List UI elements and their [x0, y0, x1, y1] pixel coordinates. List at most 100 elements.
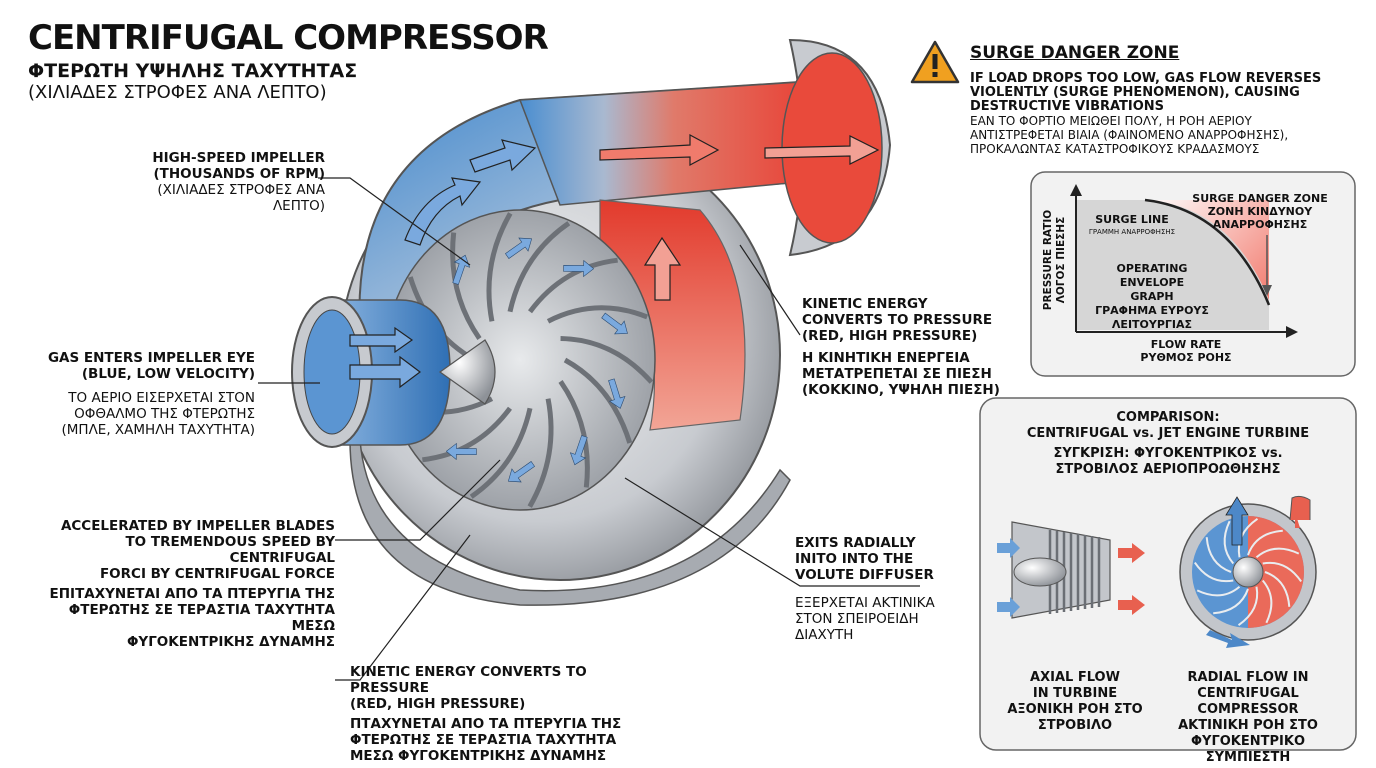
comparison-axial1: AXIAL FLOW [1030, 670, 1120, 685]
impeller-blade [546, 305, 649, 324]
radial-hub [1232, 556, 1264, 588]
blade-flow-arrow [452, 254, 471, 285]
callout-accelerated-en1: ACCELERATED BY IMPELLER BLADES [60, 518, 335, 534]
impeller-blade [422, 406, 512, 463]
radial-blade [1213, 588, 1249, 615]
graph-line-en: SURGE LINE [1095, 213, 1169, 226]
graph-zone-gr2: ΑΝΑΡΡΟΦΗΣΗΣ [1212, 218, 1308, 231]
callout-kinetic-right-en3: (RED, HIGH PRESSURE) [802, 328, 978, 344]
callout-kinetic-right: KINETIC ENERGY CONVERTS TO PRESSURE (RED… [802, 296, 1002, 398]
impeller-blade [469, 407, 533, 499]
surge-line [1144, 198, 1271, 306]
graph-env1: OPERATING ENVELOPE [1116, 262, 1188, 289]
graph-surge-line-label: SURGE LINE ΓΡΑΜΜΗ ΑΝΑΡΡΟΦΗΣΗΣ [1086, 214, 1178, 238]
comparison-axial-label: AXIAL FLOW IN TURBINE ΑΞΟΝΙΚΗ ΡΟΗ ΣΤΟ ΣΤ… [990, 670, 1160, 734]
graph-env4: ΛΕΙΤΟΥΡΓΙΑΣ [1111, 318, 1193, 331]
callout-exits-gr3: ΔΙΑΧΥΤΗ [795, 627, 854, 643]
radial-blade [1247, 529, 1283, 556]
comparison-t1: COMPARISON: [1116, 410, 1220, 425]
surge-en1: IF LOAD DROPS TOO LOW, GAS FLOW REVERSES [970, 71, 1322, 86]
graph-y-label: PRESSURE RATIO ΛΟΓΟΣ ΠΙΕΣΗΣ [1042, 200, 1068, 320]
radial-blade [1262, 561, 1302, 583]
surge-gr3: ΠΡΟΚΑΛΩΝΤΑΣ ΚΑΤΑΣΤΡΟΦΙΚΟΥΣ ΚΡΑΔΑΣΜΟΥΣ [970, 142, 1260, 156]
callout-impeller-en1: HIGH-SPEED IMPELLER [152, 150, 325, 166]
comparison-radial-label: RADIAL FLOW IN CENTRIFUGAL COMPRESSOR ΑΚ… [1150, 670, 1346, 766]
blade-flow-arrow [445, 442, 477, 461]
radial-blade [1205, 537, 1232, 573]
danger-zone-area [1145, 200, 1269, 330]
surge-description: IF LOAD DROPS TOO LOW, GAS FLOW REVERSES… [970, 71, 1370, 157]
callout-impeller-en2: (THOUSANDS OF RPM) [153, 166, 325, 182]
comparison-radial2: CENTRIFUGAL COMPRESSOR [1197, 686, 1299, 717]
callout-inlet-en2: (BLUE, LOW VELOCITY) [81, 366, 255, 382]
impeller-blade [507, 221, 571, 313]
blade-flow-arrow [504, 237, 533, 259]
axial-flow-arrows [997, 538, 1145, 617]
callout-inlet-gr2: ΟΦΘΑΛΜΟ ΤΗΣ ΦΤΕΡΩΤΗΣ [74, 406, 255, 422]
impeller-blade [486, 212, 513, 322]
hub-cone [438, 339, 496, 405]
callout-kinetic-bottom-en1: KINETIC ENERGY CONVERTS TO PRESSURE [350, 664, 587, 696]
callout-accelerated-gr2: ΦΤΕΡΩΤΗΣ ΣΕ ΤΕΡΑΣΤΙΑ ΤΑΧΥΤΗΤΑ ΜΕΣΩ [68, 602, 335, 634]
comparison-t4: ΣΤΡΟΒΙΛΟΣ ΑΕΡΙΟΠΡΟΩΘΗΣΗΣ [1055, 462, 1281, 477]
radial-blade [1261, 579, 1273, 624]
blade-flow-arrow [563, 259, 595, 278]
callout-inlet: GAS ENTERS IMPELLER EYE (BLUE, LOW VELOC… [40, 350, 255, 438]
callout-accelerated: ACCELERATED BY IMPELLER BLADES TO TREMEN… [40, 518, 335, 650]
callout-inlet-gr3: (ΜΠΛΕ, ΧΑΜΗΛΗ ΤΑΧΥΤΗΤΑ) [61, 422, 256, 438]
housing-lip [349, 439, 791, 606]
comparison-axial2: IN TURBINE [1032, 686, 1118, 701]
radial-blade [1255, 547, 1300, 559]
callout-inlet-gr1: ΤΟ ΑΕΡΙΟ ΕΙΣΕΡΧΕΤΑΙ ΣΤΟΝ [68, 390, 255, 406]
radial-outlet [1289, 495, 1311, 521]
callout-exits-en3: VOLUTE DIFFUSER [795, 567, 934, 583]
callout-kinetic-bottom-gr2: ΦΤΕΡΩΤΗΣ ΣΕ ΤΕΡΑΣΤΙΑ ΤΑΧΥΤΗΤΑ [350, 732, 617, 748]
blade-flow-arrow [507, 461, 536, 483]
surge-title: SURGE DANGER ZONE [970, 43, 1180, 63]
callout-accelerated-gr1: ΕΠΙΤΑΧΥΝΕΤΑΙ ΑΠΟ ΤΑ ΠΤΕΡΥΓΙΑ ΤΗΣ [49, 586, 335, 602]
callout-accelerated-en3: FORCI BY CENTRIFUGAL FORCE [99, 566, 335, 582]
comparison-t3: ΣΥΓΚΡΙΣΗ: ΦΥΓΟΚΕΝΤΡΙΚΟΣ vs. [1053, 446, 1283, 461]
callout-exits-en1: EXITS RADIALLY [795, 535, 916, 551]
comparison-axial3: ΑΞΟΝΙΚΗ ΡΟΗ ΣΤΟ [1007, 702, 1143, 717]
radial-blade [1237, 586, 1259, 626]
operating-envelope-graph [1030, 171, 1356, 377]
blade-flow-arrow [569, 435, 588, 466]
callout-kinetic-right-gr1: Η ΚΙΝΗΤΙΚΗ ΕΝΕΡΓΕΙΑ [802, 350, 970, 366]
radial-blade [1223, 520, 1235, 565]
comparison-title: COMPARISON: CENTRIFUGAL vs. JET ENGINE T… [990, 410, 1346, 478]
callout-kinetic-bottom-gr1: ΠΤΑΧΥΝΕΤΑΙ ΑΠΟ ΤΑ ΠΤΕΡΥΓΙΑ ΤΗΣ [350, 716, 622, 732]
comparison-radial1: RADIAL FLOW IN [1187, 670, 1309, 685]
comparison-radial4: ΦΥΓΟΚΕΝΤΡΙΚΟ ΣΥΜΠΙΕΣΤΗ [1191, 734, 1305, 765]
blade-flow-arrow [608, 378, 626, 409]
graph-x-label: FLOW RATE ΡΥΘΜΟΣ ΡΟΗΣ [1126, 338, 1246, 364]
graph-env3: ΓΡΑΦΗΜΑ ΕΥΡΟΥΣ [1095, 304, 1209, 317]
callout-exits-gr2: ΣΤΟΝ ΣΠΕΙΡΟΕΙΔΗ [795, 611, 919, 627]
graph-ylabel1: PRESSURE RATIO [1042, 209, 1054, 311]
comparison-axial4: ΣΤΡΟΒΙΛΟ [1037, 718, 1113, 733]
callout-exits-gr1: ΕΞΕΡΧΕΤΑΙ ΑΚΤΙΝΙΚΑ [795, 595, 935, 611]
warning-icon [910, 40, 960, 84]
axial-hub [1013, 557, 1067, 587]
impeller-blade [560, 336, 654, 384]
callout-impeller: HIGH-SPEED IMPELLER (THOUSANDS OF RPM) (… [120, 150, 325, 214]
graph-envelope-label: OPERATING ENVELOPE GRAPH ΓΡΑΦΗΜΑ ΕΥΡΟΥΣ … [1092, 262, 1212, 332]
callout-exits-en2: INITO INTO THE [795, 551, 914, 567]
blade-flow-arrow [601, 312, 628, 335]
graph-zone-label: SURGE DANGER ZONE ΖΟΝΗ ΚΙΝΔΥΝΟΥ ΑΝΑΡΡΟΦΗ… [1185, 192, 1335, 231]
page-subtitle-greek: (ΧΙΛΙΑΔΕΣ ΣΤΡΟΦΕΣ ΑΝΑ ΛΕΠΤΟ) [28, 82, 327, 103]
radial-blades [1194, 518, 1302, 626]
discharge-pipe [518, 81, 801, 206]
page-title: CENTRIFUGAL COMPRESSOR [28, 18, 549, 58]
impeller-blade [563, 357, 633, 444]
callout-kinetic-bottom-en2: (RED, HIGH PRESSURE) [350, 696, 526, 712]
impeller-blade [450, 232, 482, 340]
surge-gr1: ΕΑΝ ΤΟ ΦΟΡΤΙΟ ΜΕΙΩΘΕΙ ΠΟΛΥ, Η ΡΟΗ ΑΕΡΙΟΥ [970, 114, 1252, 128]
comparison-graphics [979, 397, 1357, 751]
callout-kinetic-right-en1: KINETIC ENERGY [802, 296, 928, 312]
surge-en3: DESTRUCTIVE VIBRATIONS [970, 99, 1165, 114]
graph-zone-gr1: ΖΟΝΗ ΚΙΝΔΥΝΟΥ [1207, 205, 1313, 218]
flow-arrows-main [349, 133, 880, 389]
comparison-radial3: ΑΚΤΙΝΙΚΗ ΡΟΗ ΣΤΟ [1178, 718, 1318, 733]
